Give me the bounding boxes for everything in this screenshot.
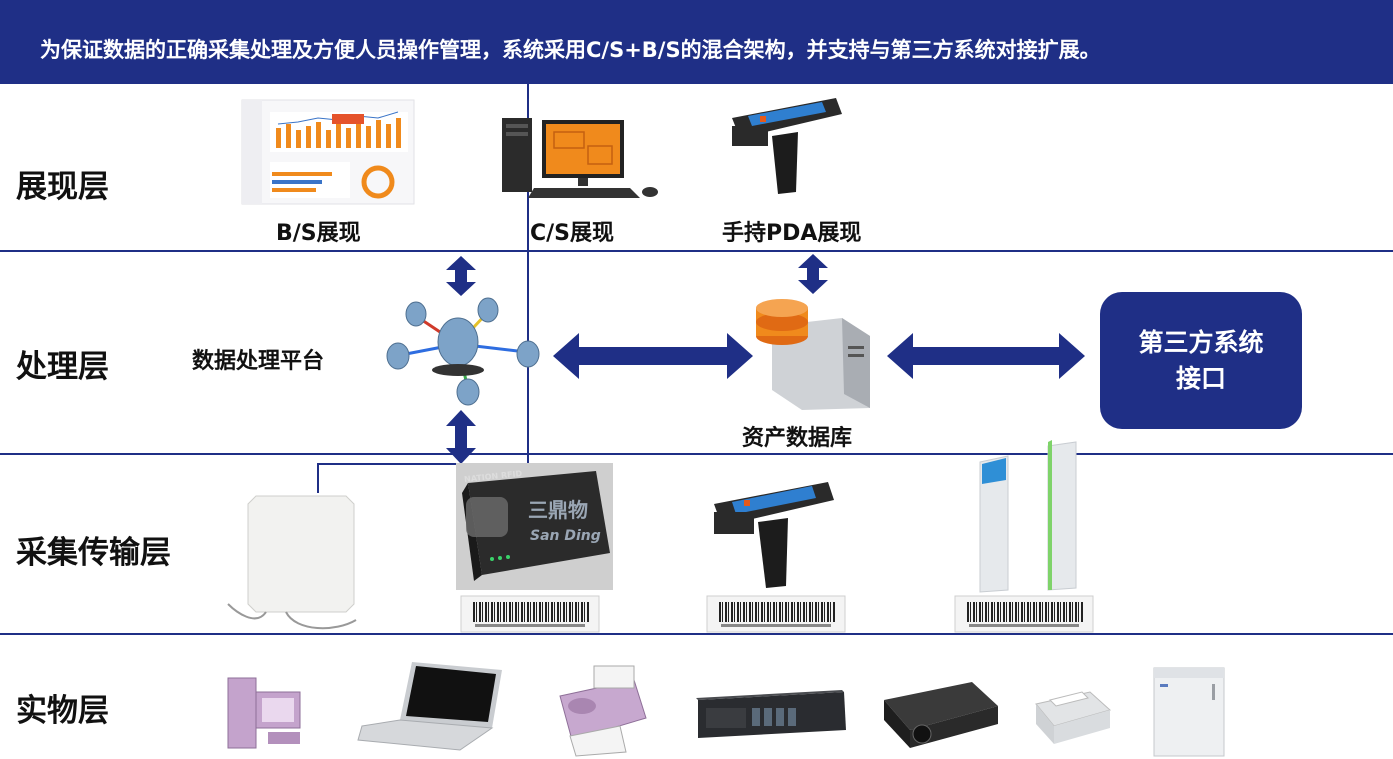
watermark-cn: 三鼎物 [528,498,588,522]
handheld-pda-icon [714,482,834,588]
header-banner [0,0,1393,84]
caption-bs: B/S展现 [276,221,361,246]
handheld-pda-icon [732,98,842,194]
barcode-label-icon [954,595,1094,633]
layer-label-physical: 实物层 [16,693,109,729]
divider-3 [0,633,1393,635]
layer-label-collection: 采集传输层 [16,535,171,571]
caption-platform: 数据处理平台 [192,349,325,374]
caption-database: 资产数据库 [742,426,853,451]
caption-pda: 手持PDA展现 [722,221,862,246]
rfid-antenna-icon [227,495,357,630]
barcode-label-icon [460,595,600,633]
fax-machine-icon [559,665,647,757]
desktop-computer-icon [502,118,658,198]
watermark-en: San Ding [530,528,601,544]
third-party-label-line1: 第三方系统 [1138,327,1264,357]
data-platform-icon [386,297,540,406]
caption-cs: C/S展现 [530,221,615,246]
divider-2 [0,453,1393,455]
antenna-cable-v [317,463,319,493]
network-server-icon [696,690,846,738]
third-party-interface-box: 第三方系统 接口 [1100,292,1302,429]
rfid-reader-icon [462,471,610,581]
arrow-database-thirdparty [887,333,1085,379]
printer-icon [1035,691,1112,744]
vertical-divider [527,84,529,464]
barcode-label-icon [706,595,846,633]
rfid-gate-icon [979,440,1077,593]
bs-dashboard-icon [241,99,415,205]
refrigerator-icon [1153,667,1225,757]
divider-1 [0,250,1393,252]
arrow-platform-database [553,333,753,379]
arrow-platform-down [446,410,476,464]
header-text: 为保证数据的正确采集处理及方便人员操作管理，系统采用C/S+B/S的混合架构，并… [40,38,1101,62]
arrow-database-up [798,254,828,294]
pc-tower-icon [227,677,301,749]
arrow-platform-up [446,256,476,296]
laptop-icon [357,662,502,751]
database-server-icon [756,299,870,410]
layer-label-presentation: 展现层 [16,169,109,205]
third-party-label-line2: 接口 [1175,363,1226,393]
layer-label-processing: 处理层 [16,349,109,385]
antenna-cable-h [317,463,457,465]
projector-icon [884,682,998,748]
